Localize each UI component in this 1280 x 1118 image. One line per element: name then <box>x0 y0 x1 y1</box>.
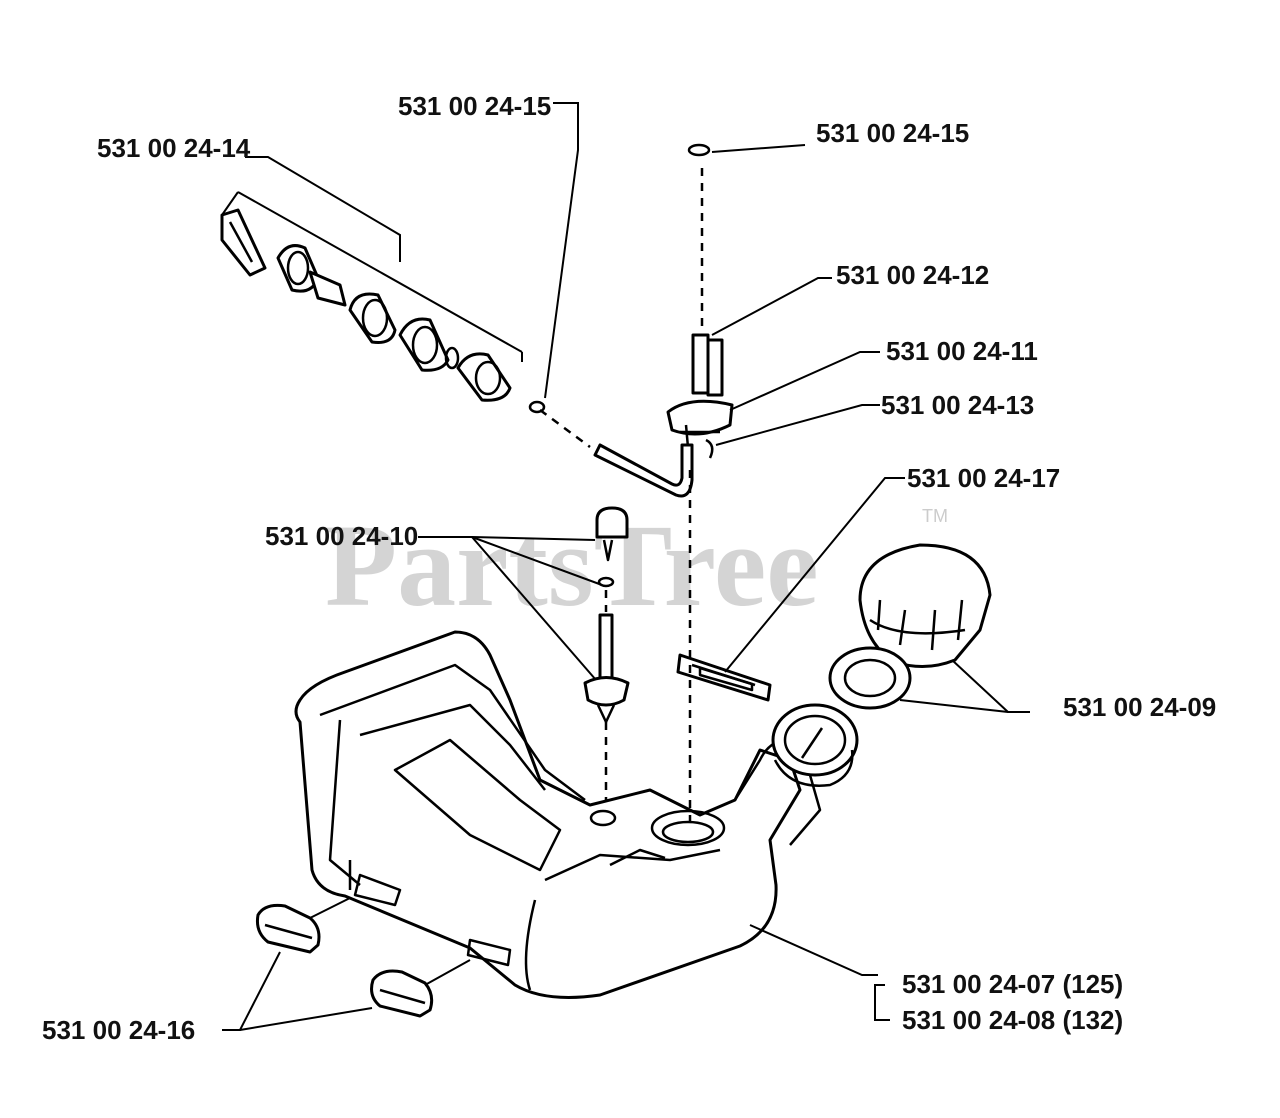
cap-ring <box>771 703 859 787</box>
o-ring-left <box>528 400 546 414</box>
label-part-531-00-24-15-right: 531 00 24-15 <box>816 118 969 148</box>
leader-lines <box>221 102 1030 1031</box>
primer-parts <box>220 208 512 402</box>
label-part-531-00-24-10: 531 00 24-10 <box>265 521 418 551</box>
watermark-text: PartsTree <box>325 500 819 631</box>
fuel-tank <box>294 630 822 999</box>
label-part-531-00-24-17: 531 00 24-17 <box>907 463 1060 493</box>
tank-foot-lower <box>370 969 434 1018</box>
label-part-531-00-24-11: 531 00 24-11 <box>886 336 1038 366</box>
grommet-part <box>676 653 772 702</box>
vent-assembly <box>593 333 734 498</box>
label-part-531-00-24-13: 531 00 24-13 <box>881 390 1034 420</box>
label-part-531-00-24-14: 531 00 24-14 <box>97 133 251 163</box>
tank-foot-upper <box>256 903 321 954</box>
label-part-531-00-24-08: 531 00 24-08 (132) <box>902 1005 1123 1035</box>
label-part-531-00-24-15-left: 531 00 24-15 <box>398 91 551 121</box>
watermark-tm: TM <box>922 506 948 526</box>
fuel-pickup-assembly <box>583 506 630 724</box>
label-part-531-00-24-16: 531 00 24-16 <box>42 1015 195 1045</box>
o-ring-top <box>687 143 711 157</box>
label-part-531-00-24-12: 531 00 24-12 <box>836 260 989 290</box>
label-part-531-00-24-09: 531 00 24-09 <box>1063 692 1216 722</box>
fuel-cap <box>828 543 992 710</box>
label-part-531-00-24-07: 531 00 24-07 (125) <box>902 969 1123 999</box>
